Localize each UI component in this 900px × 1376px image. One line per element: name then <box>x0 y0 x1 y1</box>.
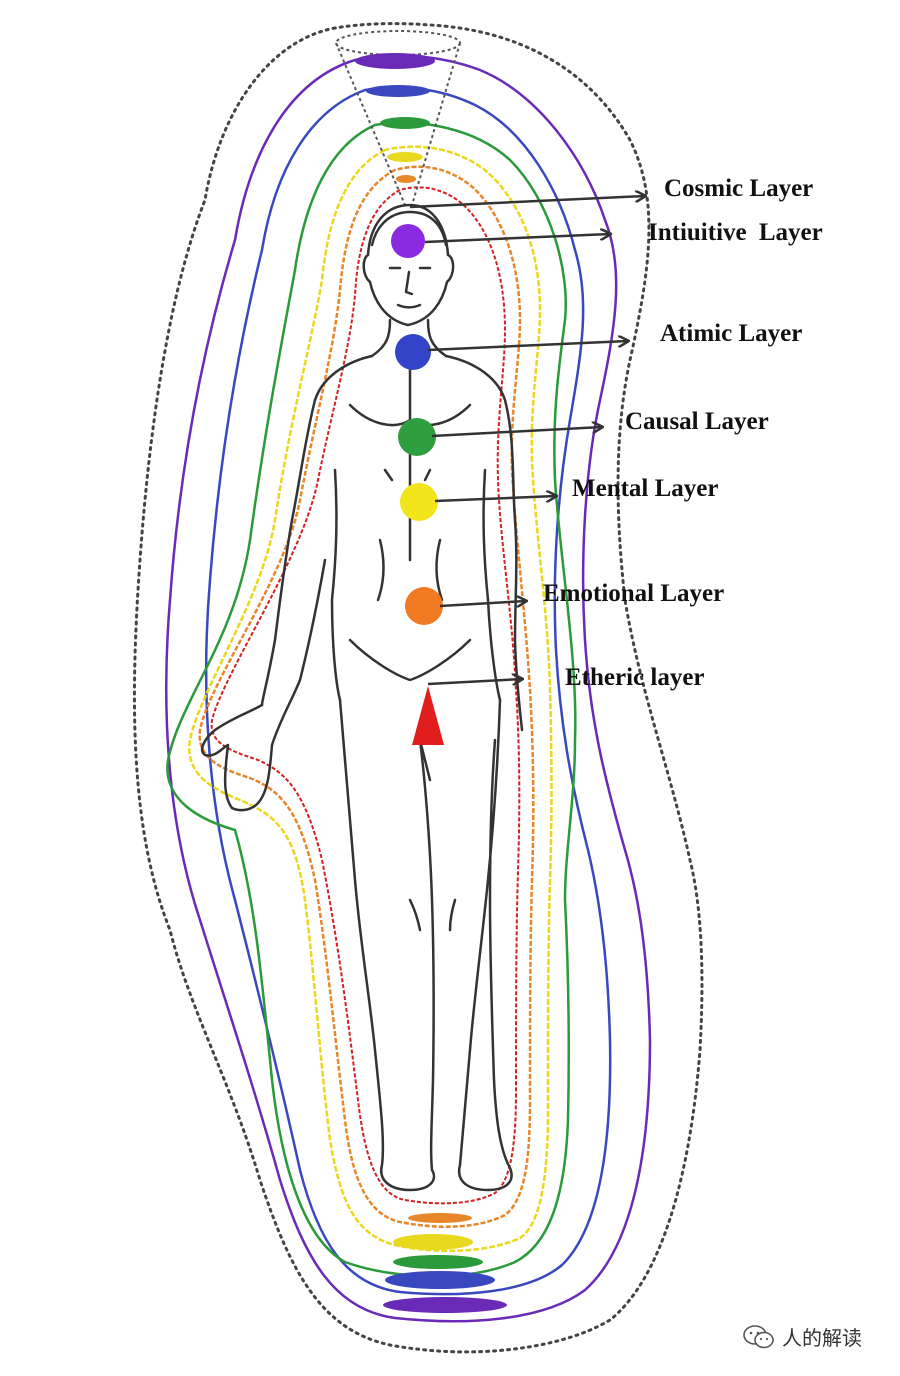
crown-band-blue <box>366 85 430 97</box>
arrow-emotional <box>439 601 526 606</box>
crown-band-violet <box>355 53 435 69</box>
arrows <box>409 196 645 684</box>
blue-aura <box>204 86 612 1296</box>
arrow-intuitive <box>424 234 610 244</box>
arrow-etheric <box>427 679 522 684</box>
label-causal-layer: Causal Layer <box>625 408 769 435</box>
foot-band-orange <box>408 1213 472 1223</box>
foot-band-green <box>393 1255 483 1269</box>
green-aura <box>166 121 577 1278</box>
arrow-atimic <box>427 341 628 352</box>
label-cosmic-layer: Cosmic Layer <box>664 175 814 202</box>
crown-band-yellow <box>387 152 423 162</box>
arrow-cosmic <box>409 196 645 209</box>
crown-chakra <box>391 224 425 258</box>
human-figure <box>200 203 524 1192</box>
heart-chakra <box>398 418 436 456</box>
label-mental-layer: Mental Layer <box>572 475 719 502</box>
yellow-aura <box>188 145 553 1253</box>
foot-band-violet <box>383 1297 507 1313</box>
orange-aura <box>198 165 535 1228</box>
red-aura <box>210 186 521 1205</box>
watermark: 人的解读 <box>742 1322 862 1351</box>
foot-band-blue <box>385 1271 495 1289</box>
crown-funnel <box>335 30 461 206</box>
violet-aura <box>165 54 652 1323</box>
crown-band-orange <box>396 175 416 183</box>
foot-band-yellow <box>393 1234 473 1250</box>
root-chakra <box>412 686 444 745</box>
label-emotional-layer: Emotional Layer <box>543 580 725 607</box>
arrow-causal <box>431 427 602 438</box>
label-atimic-layer: Atimic Layer <box>660 320 803 347</box>
wechat-icon <box>743 1324 774 1348</box>
label-etheric-layer: Etheric layer <box>565 664 705 691</box>
arrow-mental <box>434 496 556 501</box>
label-intuitive-layer: Intiuitive Layer <box>648 219 823 246</box>
throat-chakra <box>395 334 431 370</box>
outer-dotted-aura <box>132 22 704 1354</box>
solar-plexus-chakra <box>400 483 438 521</box>
sacral-chakra <box>405 587 443 625</box>
watermark-text: 人的解读 <box>782 1326 862 1350</box>
crown-band-green <box>380 117 430 129</box>
